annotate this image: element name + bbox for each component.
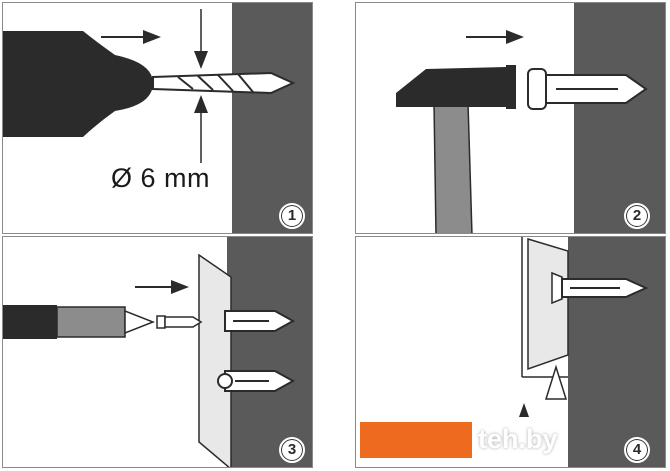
bracket [527,237,569,371]
step-number-2: 2 [624,203,650,229]
drill-bit [152,71,296,95]
hammer-head [396,67,506,107]
loose-screw [164,316,203,328]
screwdriver-illustration [3,237,312,467]
screwdriver-shaft [56,306,126,338]
drill-body [3,31,153,137]
watermark-orange-bar [360,422,472,458]
motion-arrow-head [143,30,161,44]
step-number-1: 1 [279,203,305,229]
hammer-face [506,65,516,109]
lower-dowel [544,364,568,400]
wall [568,237,665,467]
diameter-arrow-down [194,51,208,69]
motion-arrow-head [171,280,189,294]
hammer-illustration [396,3,665,233]
dowel-collar [527,68,547,110]
panel-step-1: Ø 6 mm 1 [2,2,313,234]
step-number-4: 4 [624,437,650,463]
step-number-3: 3 [279,437,305,463]
mounted-object [198,253,232,467]
watermark: teh.by [360,422,656,458]
wall [227,237,312,467]
drill-illustration [3,3,312,233]
panel-step-3: 3 [2,236,313,468]
screwdriver-handle [3,305,57,339]
panel-step-4: 4 [355,236,666,468]
wall [574,3,665,233]
drill-bit-flutes [177,73,254,93]
wall [232,3,312,233]
motion-arrow-head [506,30,524,44]
fixing-illustration [519,237,665,467]
watermark-text: teh.by [478,424,558,454]
hammer-handle [433,102,473,233]
screwdriver-tip [124,309,156,335]
drill-diameter-label: Ø 6 mm [111,163,211,193]
up-arrow-head [519,403,529,417]
panel-step-2: 2 [355,2,666,234]
